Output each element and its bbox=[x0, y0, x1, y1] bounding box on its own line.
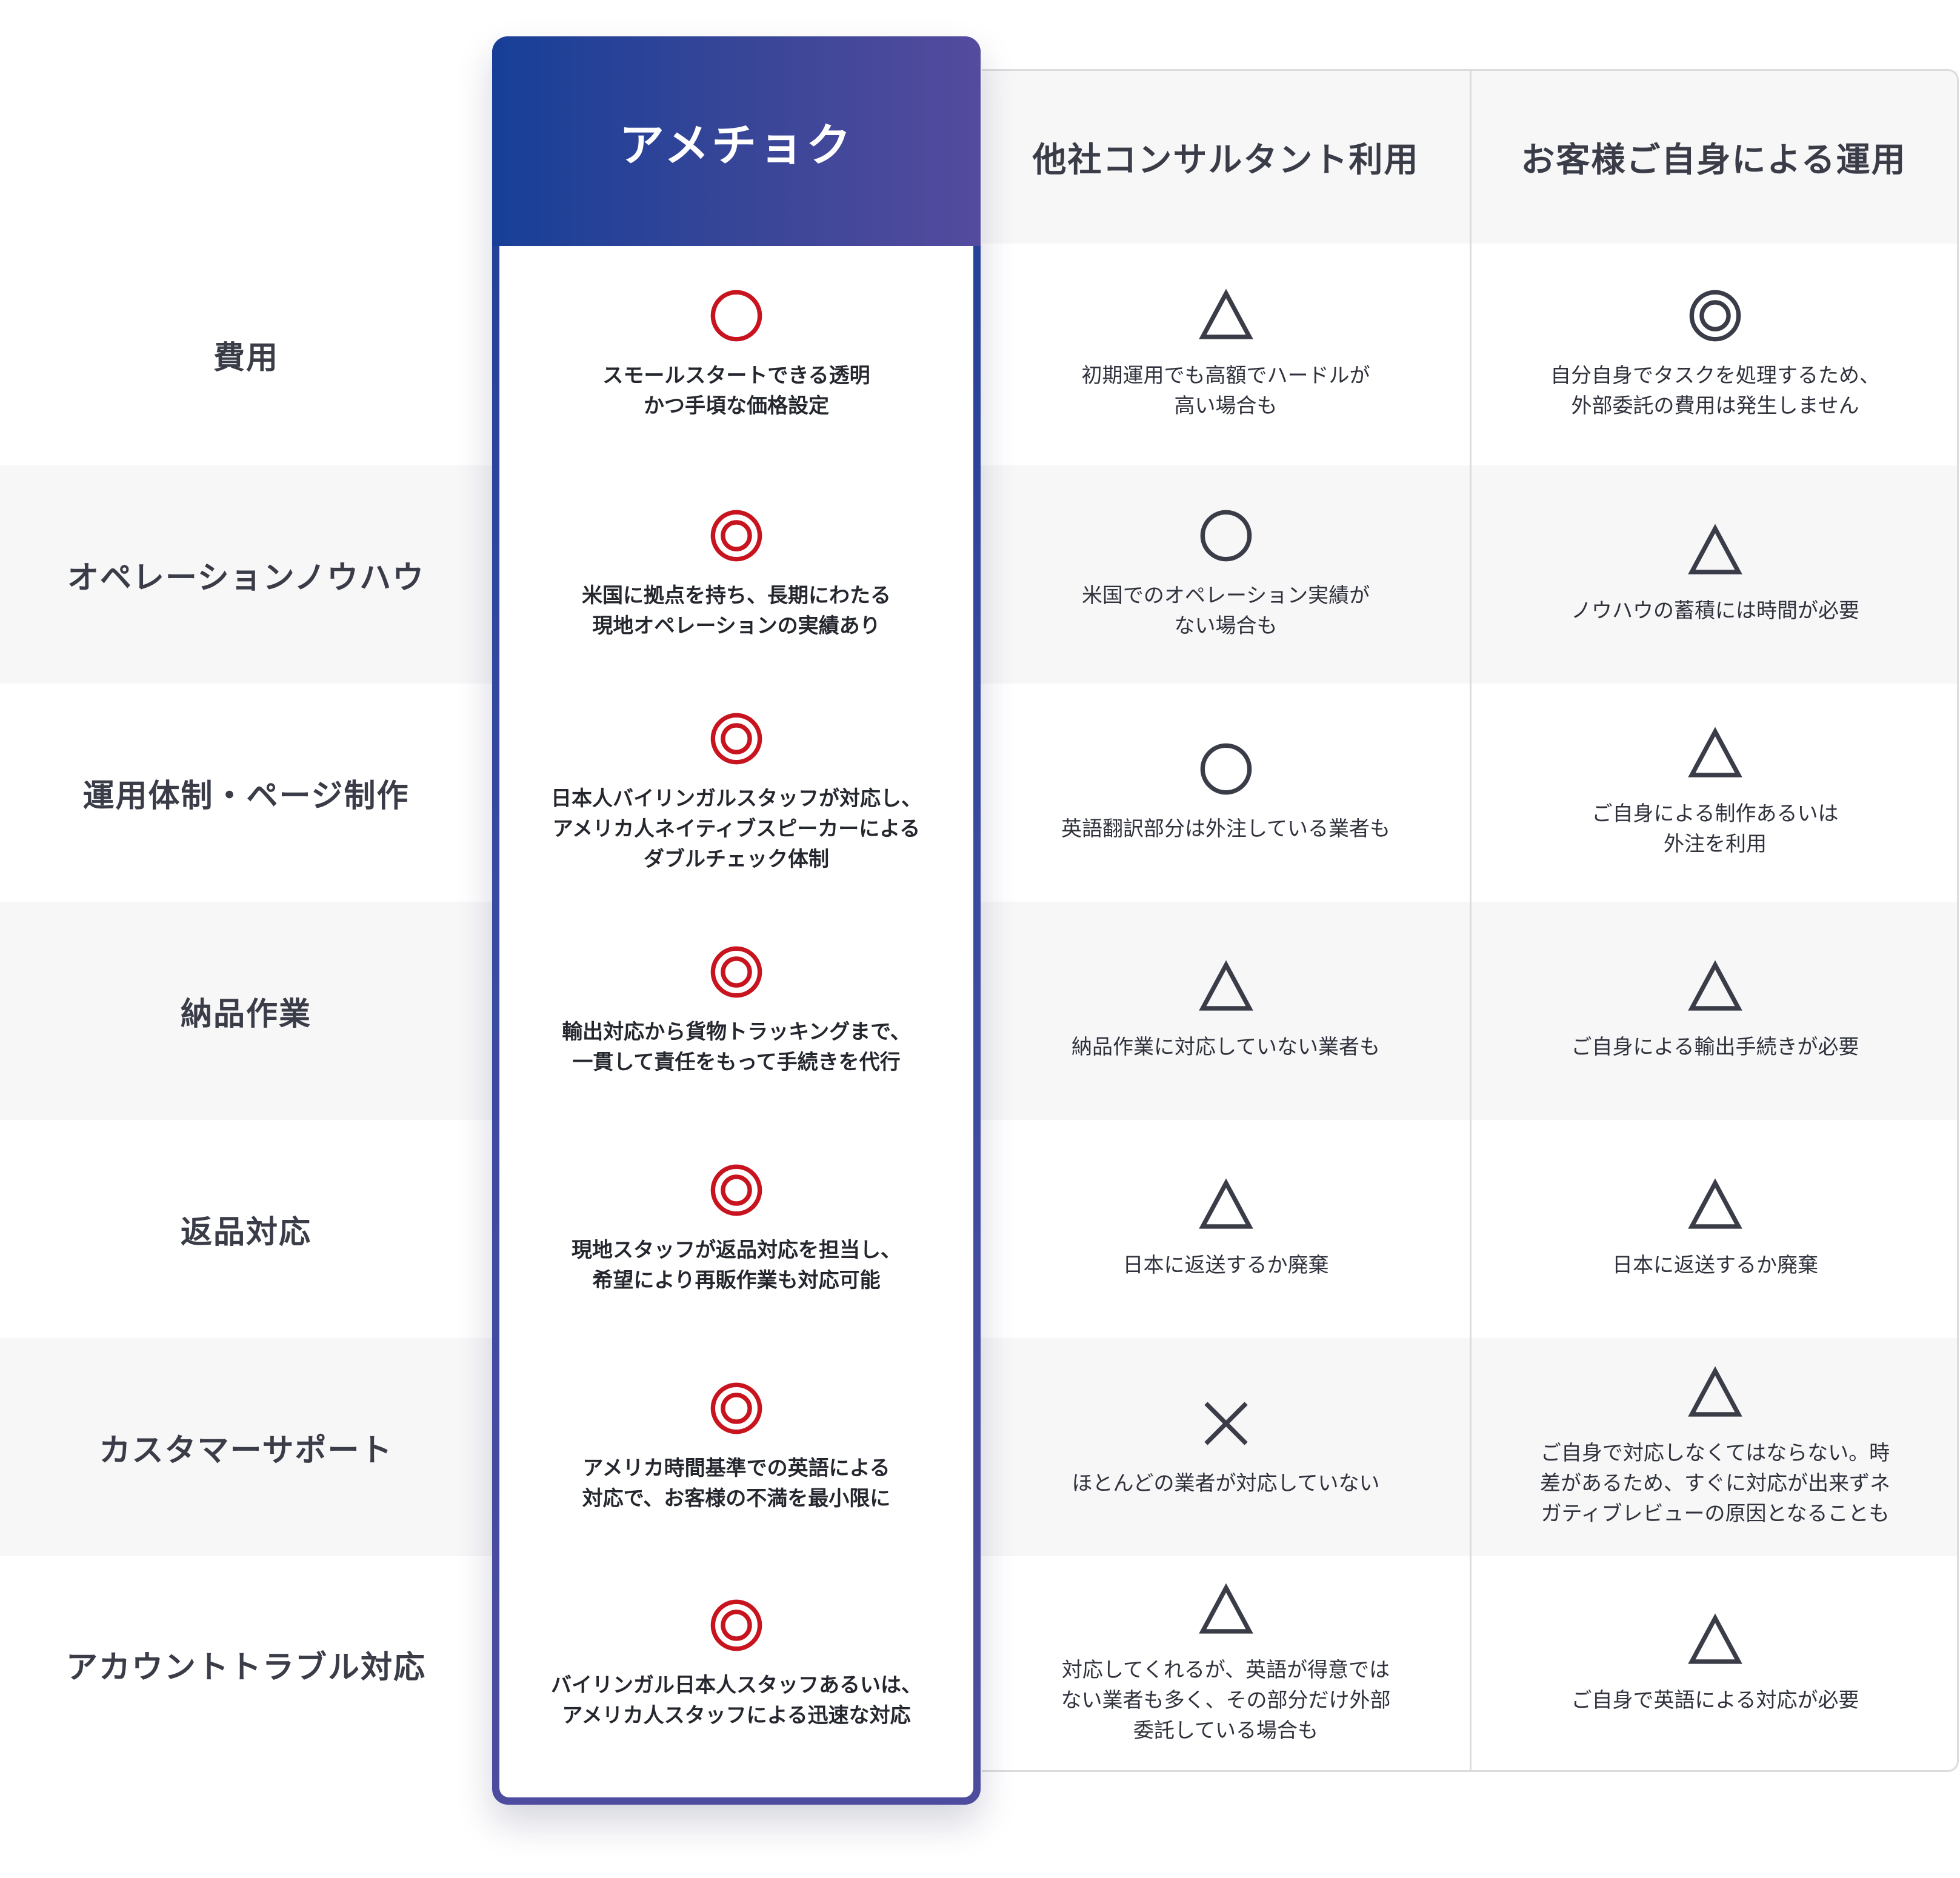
column-header-featured: アメチョク bbox=[492, 36, 981, 246]
cell-featured: 日本人バイリンガルスタッフが対応し、 アメリカ人ネイティブスピーカーによる ダブ… bbox=[499, 684, 973, 902]
row-label-operation-knowhow: オペレーションノウハウ bbox=[67, 559, 425, 596]
triangle-icon bbox=[1198, 288, 1253, 339]
triangle-icon bbox=[1198, 960, 1253, 1011]
double-circle-icon bbox=[710, 1382, 762, 1434]
double-circle-icon bbox=[1689, 290, 1741, 342]
cell-description: ノウハウの蓄積には時間が必要 bbox=[1571, 599, 1859, 623]
row-label-returns: 返品対応 bbox=[180, 1214, 312, 1251]
cell-featured: 輸出対応から貨物トラッキングまで、 一貫して責任をもって手続きを代行 bbox=[499, 902, 973, 1120]
triangle-icon bbox=[1688, 960, 1742, 1011]
circle-icon bbox=[1200, 510, 1252, 562]
double-circle-icon bbox=[710, 946, 762, 998]
cell-description: 現地スタッフが返品対応を担当し、 希望により再販作業も対応可能 bbox=[572, 1238, 901, 1293]
cross-icon bbox=[1204, 1402, 1248, 1445]
cell-description: ご自身で英語による対応が必要 bbox=[1571, 1688, 1859, 1713]
double-circle-icon bbox=[710, 1164, 762, 1216]
featured-column: アメチョク bbox=[492, 36, 981, 1805]
featured-column-body bbox=[499, 246, 973, 1797]
cell-description: 自分自身でタスクを処理するため、 外部委託の費用は発生しません bbox=[1550, 364, 1880, 418]
cell-description: 納品作業に対応していない業者も bbox=[1072, 1035, 1380, 1059]
cell-description: 英語翻訳部分は外注している業者も bbox=[1061, 817, 1390, 841]
cell-description: ご自身で対応しなくてはならない。時 差があるため、すぐに対応が出来ずネ ガティブ… bbox=[1540, 1441, 1890, 1526]
cell-description: 輸出対応から貨物トラッキングまで、 一貫して責任をもって手続きを代行 bbox=[562, 1020, 911, 1074]
cell-other: 納品作業に対応していない業者も bbox=[982, 902, 1470, 1120]
cell-description: バイリンガル日本人スタッフあるいは、 アメリカ人スタッフによる迅速な対応 bbox=[551, 1673, 922, 1728]
double-circle-icon bbox=[710, 713, 762, 765]
triangle-icon bbox=[1688, 524, 1742, 574]
cell-other: 対応してくれるが、英語が得意では ない業者も多く、その部分だけ外部 委託している… bbox=[982, 1556, 1470, 1772]
cell-self: ノウハウの蓄積には時間が必要 bbox=[1472, 465, 1959, 684]
row-label-account-trouble: アカウントトラブル対応 bbox=[65, 1649, 426, 1686]
cell-featured: アメリカ時間基準での英語による 対応で、お客様の不満を最小限に bbox=[499, 1338, 973, 1556]
circle-icon bbox=[1200, 743, 1252, 795]
cell-other: 米国でのオペレーション実績が ない場合も bbox=[982, 465, 1470, 684]
column-header-self: お客様ご自身による運用 bbox=[1521, 141, 1907, 180]
triangle-icon bbox=[1688, 1613, 1742, 1664]
column-divider bbox=[1470, 69, 1472, 1772]
cell-featured: バイリンガル日本人スタッフあるいは、 アメリカ人スタッフによる迅速な対応 bbox=[499, 1556, 973, 1772]
cell-featured: 現地スタッフが返品対応を担当し、 希望により再販作業も対応可能 bbox=[499, 1120, 973, 1338]
cell-other: ほとんどの業者が対応していない bbox=[982, 1338, 1470, 1556]
cell-description: ご自身による制作あるいは 外注を利用 bbox=[1592, 802, 1839, 856]
column-header-other-consultant: 他社コンサルタント利用 bbox=[1032, 141, 1419, 180]
double-circle-icon bbox=[710, 510, 762, 562]
cell-self: ご自身で対応しなくてはならない。時 差があるため、すぐに対応が出来ずネ ガティブ… bbox=[1472, 1338, 1959, 1556]
cell-description: スモールスタートできる透明 かつ手頃な価格設定 bbox=[602, 364, 870, 418]
triangle-icon bbox=[1198, 1178, 1253, 1229]
cell-other: 日本に返送するか廃棄 bbox=[982, 1120, 1470, 1338]
cell-description: 米国に拠点を持ち、長期にわたる 現地オペレーションの実績あり bbox=[582, 584, 891, 638]
cell-description: ほとんどの業者が対応していない bbox=[1072, 1471, 1380, 1496]
cell-self: 自分自身でタスクを処理するため、 外部委託の費用は発生しません bbox=[1472, 244, 1959, 465]
cell-description: ご自身による輸出手続きが必要 bbox=[1571, 1035, 1859, 1059]
cell-description: 米国でのオペレーション実績が ない場合も bbox=[1081, 584, 1370, 638]
triangle-icon bbox=[1688, 1178, 1742, 1229]
double-circle-icon bbox=[710, 1599, 762, 1651]
cell-description: 初期運用でも高額でハードルが 高い場合も bbox=[1081, 364, 1370, 418]
cell-self: 日本に返送するか廃棄 bbox=[1472, 1120, 1959, 1338]
row-label-delivery: 納品作業 bbox=[180, 996, 312, 1033]
cell-description: 対応してくれるが、英語が得意では ない業者も多く、その部分だけ外部 委託している… bbox=[1061, 1658, 1391, 1743]
row-label-cost: 費用 bbox=[213, 339, 279, 376]
cell-self: ご自身による制作あるいは 外注を利用 bbox=[1472, 684, 1959, 902]
cell-self: ご自身による輸出手続きが必要 bbox=[1472, 902, 1959, 1120]
cell-other: 初期運用でも高額でハードルが 高い場合も bbox=[982, 244, 1470, 465]
cell-other: 英語翻訳部分は外注している業者も bbox=[982, 684, 1470, 902]
cell-description: 日本人バイリンガルスタッフが対応し、 アメリカ人ネイティブスピーカーによる ダブ… bbox=[551, 787, 922, 871]
triangle-icon bbox=[1688, 1366, 1742, 1417]
cell-featured: スモールスタートできる透明 かつ手頃な価格設定 bbox=[499, 244, 973, 465]
cell-description: 日本に返送するか廃棄 bbox=[1612, 1253, 1818, 1277]
cell-self: ご自身で英語による対応が必要 bbox=[1472, 1556, 1959, 1772]
circle-icon bbox=[710, 290, 762, 342]
cell-description: アメリカ時間基準での英語による 対応で、お客様の不満を最小限に bbox=[582, 1456, 891, 1511]
row-label-operation-system: 運用体制・ページ制作 bbox=[82, 778, 410, 814]
cell-description: 日本に返送するか廃棄 bbox=[1122, 1253, 1329, 1277]
cell-featured: 米国に拠点を持ち、長期にわたる 現地オペレーションの実績あり bbox=[499, 465, 973, 684]
triangle-icon bbox=[1198, 1583, 1253, 1634]
triangle-icon bbox=[1688, 727, 1742, 778]
row-label-customer-support: カスタマーサポート bbox=[99, 1432, 393, 1469]
